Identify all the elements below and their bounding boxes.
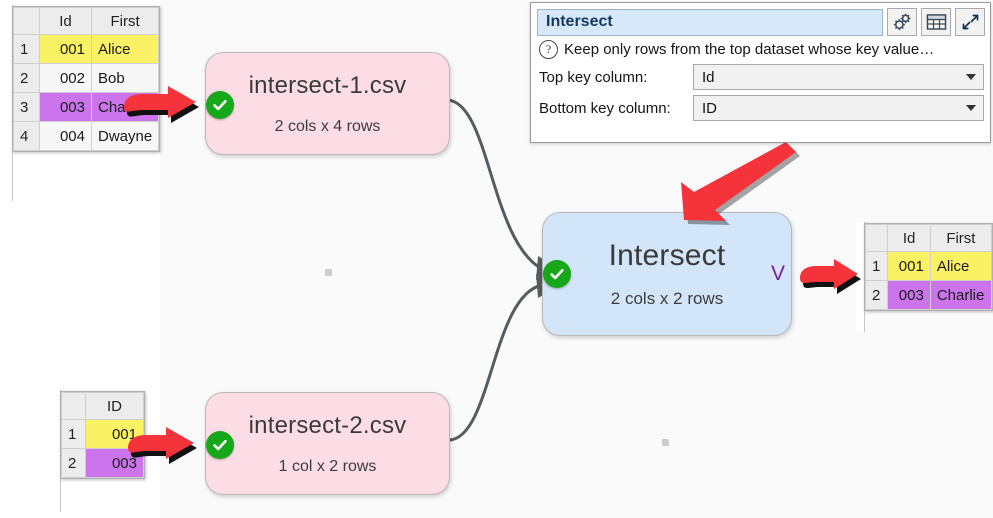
table-header-row: Id First [864,224,993,252]
chevron-down-icon [966,74,976,80]
table-row[interactable]: 3 003 Charlie [13,92,160,122]
panel-help-row: ? Keep only rows from the top dataset wh… [531,38,990,61]
table-row[interactable]: 2 003 [61,448,144,478]
bottom-key-column-row: Bottom key column: ID [531,92,990,123]
column-header-id[interactable]: Id [887,224,931,252]
panel-help-text: Keep only rows from the top dataset whos… [564,41,935,58]
expand-arrows-icon[interactable] [955,8,985,36]
row-number: 4 [13,121,40,151]
table-header-row: ID [61,392,144,420]
grid-dot [662,439,669,446]
row-number: 1 [13,34,40,64]
node-subtitle: 2 cols x 2 rows [610,289,724,308]
cell-first[interactable]: Alice [929,251,993,281]
table-row[interactable]: 1 001 [61,419,144,449]
node-subtitle: 1 col x 2 rows [278,457,377,475]
top-key-column-value: Id [702,68,715,86]
cell-id[interactable]: 001 [887,251,931,281]
row-number: 2 [13,63,40,93]
panel-toolbar: Intersect [531,3,990,38]
table-header-row: Id First [13,7,160,35]
node-subtitle: 2 cols x 4 rows [274,117,381,135]
question-icon[interactable]: ? [539,40,558,59]
operation-name-input[interactable]: Intersect [537,8,883,36]
cell-first[interactable]: Alice [90,34,160,64]
table-result[interactable]: Id First 1 001 Alice 2 003 Charlie [864,223,993,311]
node-title: Intersect [608,239,726,272]
column-header-first[interactable]: First [90,7,160,35]
cell-id[interactable]: 004 [39,121,92,151]
cell-first[interactable]: Charlie [929,280,993,310]
node-intersect-1[interactable]: intersect-1.csv 2 cols x 4 rows [205,52,450,155]
table-row[interactable]: 4 004 Dwayne [13,121,160,151]
column-header-id[interactable]: ID [85,392,144,420]
table-row[interactable]: 2 002 Bob [13,63,160,93]
table-grid-icon[interactable] [921,8,951,36]
bottom-key-column-label: Bottom key column: [539,99,671,117]
cell-id[interactable]: 003 [887,280,931,310]
gears-icon[interactable] [887,8,917,36]
cell-id[interactable]: 001 [85,419,144,449]
node-intersect-operation[interactable]: Intersect 2 cols x 2 rows [542,212,792,336]
top-key-column-row: Top key column: Id [531,61,990,92]
row-number: 3 [13,92,40,122]
row-number: 1 [864,251,889,281]
top-key-column-select[interactable]: Id [693,64,984,90]
row-number-header [13,7,40,35]
bottom-key-column-select[interactable]: ID [693,95,984,121]
node-title: intersect-1.csv [248,71,407,99]
grid-dot [325,269,332,276]
top-key-column-label: Top key column: [539,68,648,86]
node-status-ok-icon[interactable] [206,431,234,459]
column-header-first[interactable]: First [929,224,993,252]
row-number: 2 [864,280,889,310]
node-title: intersect-2.csv [248,411,407,439]
cell-first[interactable]: Bob [90,63,160,93]
cell-first[interactable]: Dwayne [90,121,160,151]
table-top-left[interactable]: Id First 1 001 Alice 2 002 Bob 3 003 Cha… [12,6,161,152]
cell-id[interactable]: 003 [85,448,144,478]
cell-id[interactable]: 001 [39,34,92,64]
column-header-id[interactable]: Id [39,7,92,35]
row-number-header [61,392,86,420]
table-row[interactable]: 1 001 Alice [13,34,160,64]
node-expand-chevron-icon[interactable]: V [771,262,786,285]
cell-id[interactable]: 002 [39,63,92,93]
table-row[interactable]: 2 003 Charlie [864,280,993,310]
cell-first[interactable]: Charlie [90,92,160,122]
node-intersect-2[interactable]: intersect-2.csv 1 col x 2 rows [205,392,450,495]
table-row[interactable]: 1 001 Alice [864,251,993,281]
table-bottom-left[interactable]: ID 1 001 2 003 [60,391,145,479]
bottom-key-column-value: ID [702,99,717,117]
row-number: 1 [61,419,86,449]
node-status-ok-icon[interactable] [543,260,571,288]
chevron-down-icon [966,105,976,111]
row-number-header [864,224,889,252]
node-status-ok-icon[interactable] [206,91,234,119]
operation-settings-panel[interactable]: Intersect [530,2,991,143]
row-number: 2 [61,448,86,478]
cell-id[interactable]: 003 [39,92,92,122]
